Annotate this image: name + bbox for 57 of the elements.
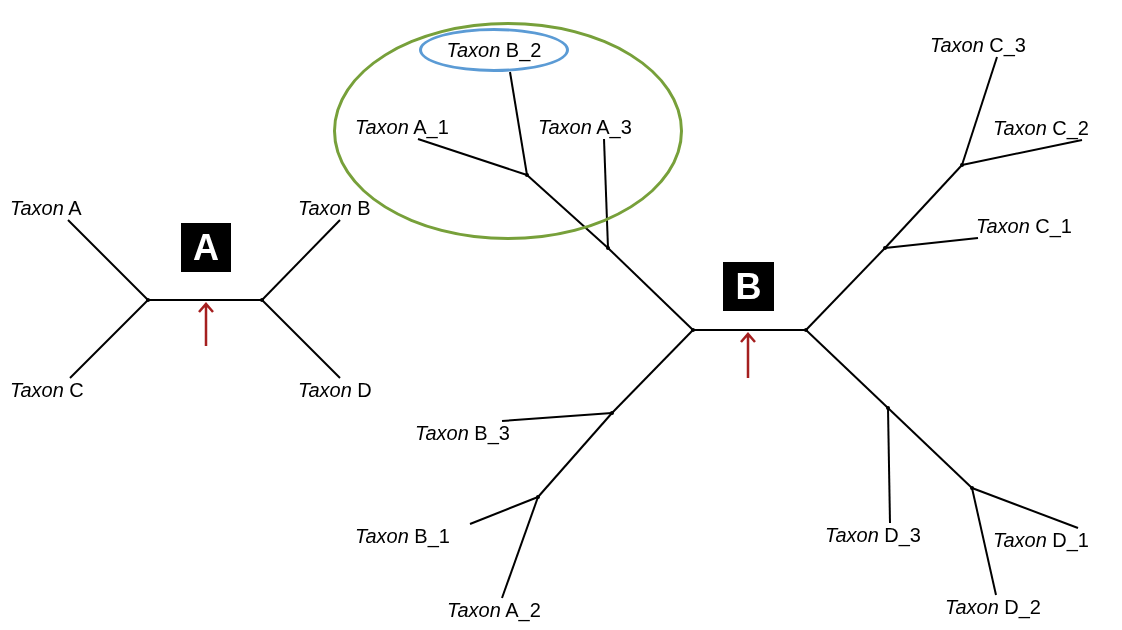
tree-branch	[501, 412, 613, 422]
branch-point	[804, 328, 808, 332]
tree-branch	[884, 237, 979, 249]
tree-branch	[887, 407, 891, 524]
taxon-label: Taxon C_2	[993, 116, 1089, 140]
tree-branch	[147, 299, 263, 301]
tree-branch	[537, 412, 613, 498]
taxon-label: Taxon D	[298, 378, 372, 402]
panel-letter: A	[181, 223, 231, 272]
taxon-label: Taxon B_3	[415, 421, 510, 445]
tree-branch	[603, 138, 609, 249]
tree-branch	[69, 299, 149, 379]
branch-point	[146, 298, 150, 302]
tree-branch	[971, 487, 997, 596]
panel-letter: B	[723, 262, 774, 311]
taxon-label: Taxon C_1	[976, 214, 1072, 238]
highlight-ellipse	[419, 28, 569, 72]
taxon-label: Taxon A_2	[447, 598, 541, 622]
taxon-label: Taxon B_1	[355, 524, 450, 548]
tree-branch	[261, 299, 341, 379]
tree-branch	[67, 219, 149, 301]
tree-branch	[805, 329, 889, 409]
tree-branch	[611, 329, 694, 414]
tree-branch	[884, 164, 963, 249]
taxon-label: Taxon B	[298, 196, 371, 220]
branch-point	[260, 298, 264, 302]
branch-point	[960, 163, 964, 167]
tree-branch	[692, 329, 807, 331]
tree-branch	[805, 247, 886, 331]
taxon-label: Taxon B_2	[446, 38, 542, 62]
taxon-label: Taxon D_3	[825, 523, 921, 547]
taxon-label: Taxon D_1	[993, 528, 1089, 552]
branch-point	[691, 328, 695, 332]
branch-point	[886, 406, 890, 410]
taxon-label: Taxon D_2	[945, 595, 1041, 619]
tree-branch	[961, 139, 1083, 166]
branch-point	[606, 246, 610, 250]
taxon-label: Taxon C	[10, 378, 84, 402]
branch-point	[883, 246, 887, 250]
branch-point	[525, 173, 529, 177]
branch-point	[536, 495, 540, 499]
taxon-label: Taxon A_3	[538, 115, 632, 139]
tree-branch	[261, 219, 341, 301]
tree-branch	[607, 247, 694, 331]
tree-branch	[509, 71, 528, 176]
branch-point	[970, 486, 974, 490]
taxon-label: Taxon A	[10, 196, 82, 220]
tree-branch	[526, 174, 609, 249]
tree-branch	[469, 496, 539, 525]
branch-point	[610, 411, 614, 415]
taxon-label: Taxon A_1	[355, 115, 449, 139]
tree-branch	[887, 407, 973, 489]
tree-branch	[971, 487, 1079, 529]
tree-branch	[417, 138, 528, 176]
tree-branch	[501, 496, 539, 599]
tree-branch	[961, 56, 998, 166]
taxon-label: Taxon C_3	[930, 33, 1026, 57]
